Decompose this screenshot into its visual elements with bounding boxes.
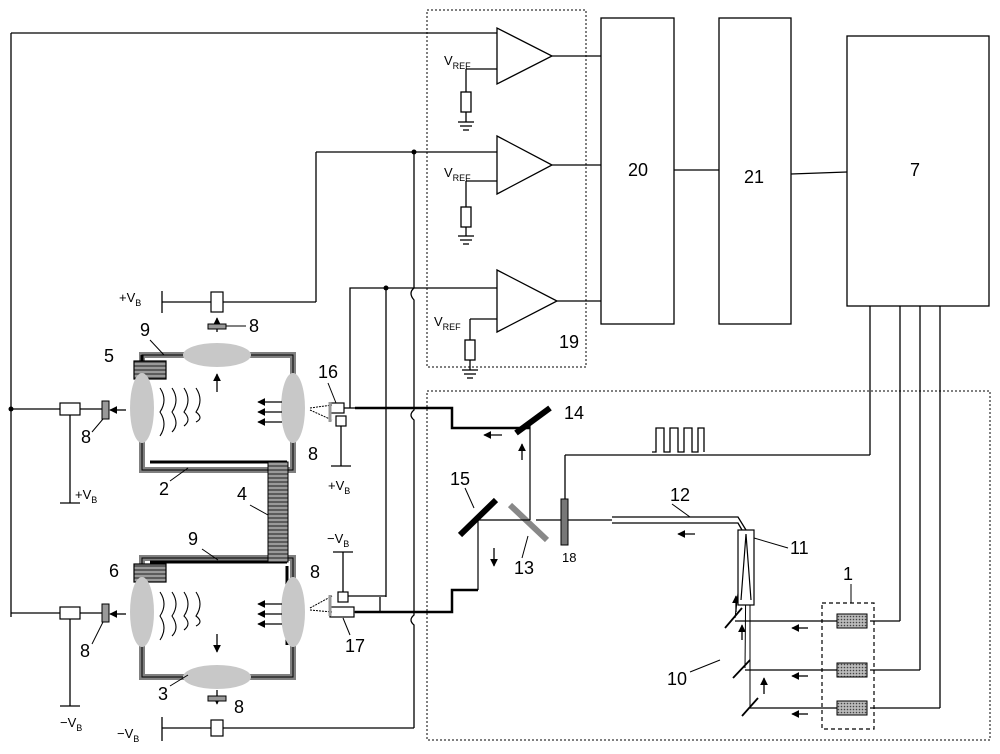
label-8-left-bottom: 8 xyxy=(80,641,90,661)
mirror-10a xyxy=(724,607,743,629)
sensor-bottom xyxy=(210,719,224,737)
label-9-top: 9 xyxy=(140,320,150,340)
label-9-bottom: 9 xyxy=(188,529,198,549)
sensor-left-top xyxy=(59,402,81,416)
mirror-15 xyxy=(457,497,499,538)
vb-label-det17: −VB xyxy=(327,531,349,549)
sensor-left-bottom xyxy=(59,606,81,620)
vb-label-top: +VB xyxy=(119,290,141,308)
block-7 xyxy=(846,35,990,307)
label-10: 10 xyxy=(667,669,687,689)
vb-label-left-bottom: −VB xyxy=(60,715,82,733)
vref-network-1 xyxy=(458,68,497,131)
amplifier-3 xyxy=(496,268,559,334)
vref-network-3 xyxy=(462,318,497,379)
detector-16 xyxy=(329,402,345,414)
fiber-12 xyxy=(612,516,747,531)
lens-right-1 xyxy=(281,373,305,443)
laser-array-1 xyxy=(821,602,875,730)
filter-8-left-bottom xyxy=(101,603,110,623)
lens-left-2 xyxy=(130,577,154,647)
label-2: 2 xyxy=(159,479,169,499)
vb-label-left-top: +VB xyxy=(75,487,97,505)
label-6: 6 xyxy=(109,561,119,581)
detector-17 xyxy=(329,606,355,618)
label-15: 15 xyxy=(450,469,470,489)
lens-left-1 xyxy=(130,373,154,443)
sensor-top xyxy=(210,291,224,313)
label-19: 19 xyxy=(559,332,579,352)
block-20 xyxy=(600,17,675,325)
label-17: 17 xyxy=(345,636,365,656)
label-5: 5 xyxy=(104,346,114,366)
label-8-top: 8 xyxy=(249,316,259,336)
label-13: 13 xyxy=(514,558,534,578)
amplifier-1 xyxy=(496,26,554,86)
stack-4 xyxy=(267,461,289,563)
beamsplitter-13 xyxy=(507,502,550,543)
label-18: 18 xyxy=(562,550,576,565)
label-4: 4 xyxy=(237,484,247,504)
vref-network-2 xyxy=(458,180,497,245)
label-1: 1 xyxy=(843,564,853,584)
amplifier-2 xyxy=(496,134,554,196)
filter-8-left-top xyxy=(101,400,110,420)
optical-group xyxy=(426,390,991,741)
filter-8-top xyxy=(207,323,227,330)
pulse-train xyxy=(652,427,705,453)
label-12: 12 xyxy=(670,485,690,505)
filter-8-bottom xyxy=(207,695,227,702)
block-21 xyxy=(718,17,792,325)
label-8-det16: 8 xyxy=(308,444,318,464)
comparator-group-19 xyxy=(426,9,587,368)
label-8-bottom: 8 xyxy=(234,697,244,717)
block-7-label: 7 xyxy=(910,160,920,180)
lens-bottom-2 xyxy=(183,665,251,689)
label-14: 14 xyxy=(564,403,584,423)
vref-label-1: VREF xyxy=(444,53,471,71)
lens-right-2 xyxy=(281,577,305,647)
vref-label-2: VREF xyxy=(444,165,471,183)
vb-label-det16: +VB xyxy=(328,478,350,496)
block-20-label: 20 xyxy=(628,160,648,180)
mirror-10c xyxy=(741,697,759,717)
modulator-18 xyxy=(560,498,569,546)
label-11: 11 xyxy=(790,538,809,558)
lens-top-1 xyxy=(183,343,251,367)
label-8-det17: 8 xyxy=(310,562,320,582)
block-21-label: 21 xyxy=(744,167,764,187)
label-3: 3 xyxy=(158,684,168,704)
label-16: 16 xyxy=(318,362,338,382)
vb-label-bottom: −VB xyxy=(117,726,139,744)
vref-label-3: VREF xyxy=(434,314,461,332)
label-8-left: 8 xyxy=(81,427,91,447)
mirror-10b xyxy=(732,659,751,679)
